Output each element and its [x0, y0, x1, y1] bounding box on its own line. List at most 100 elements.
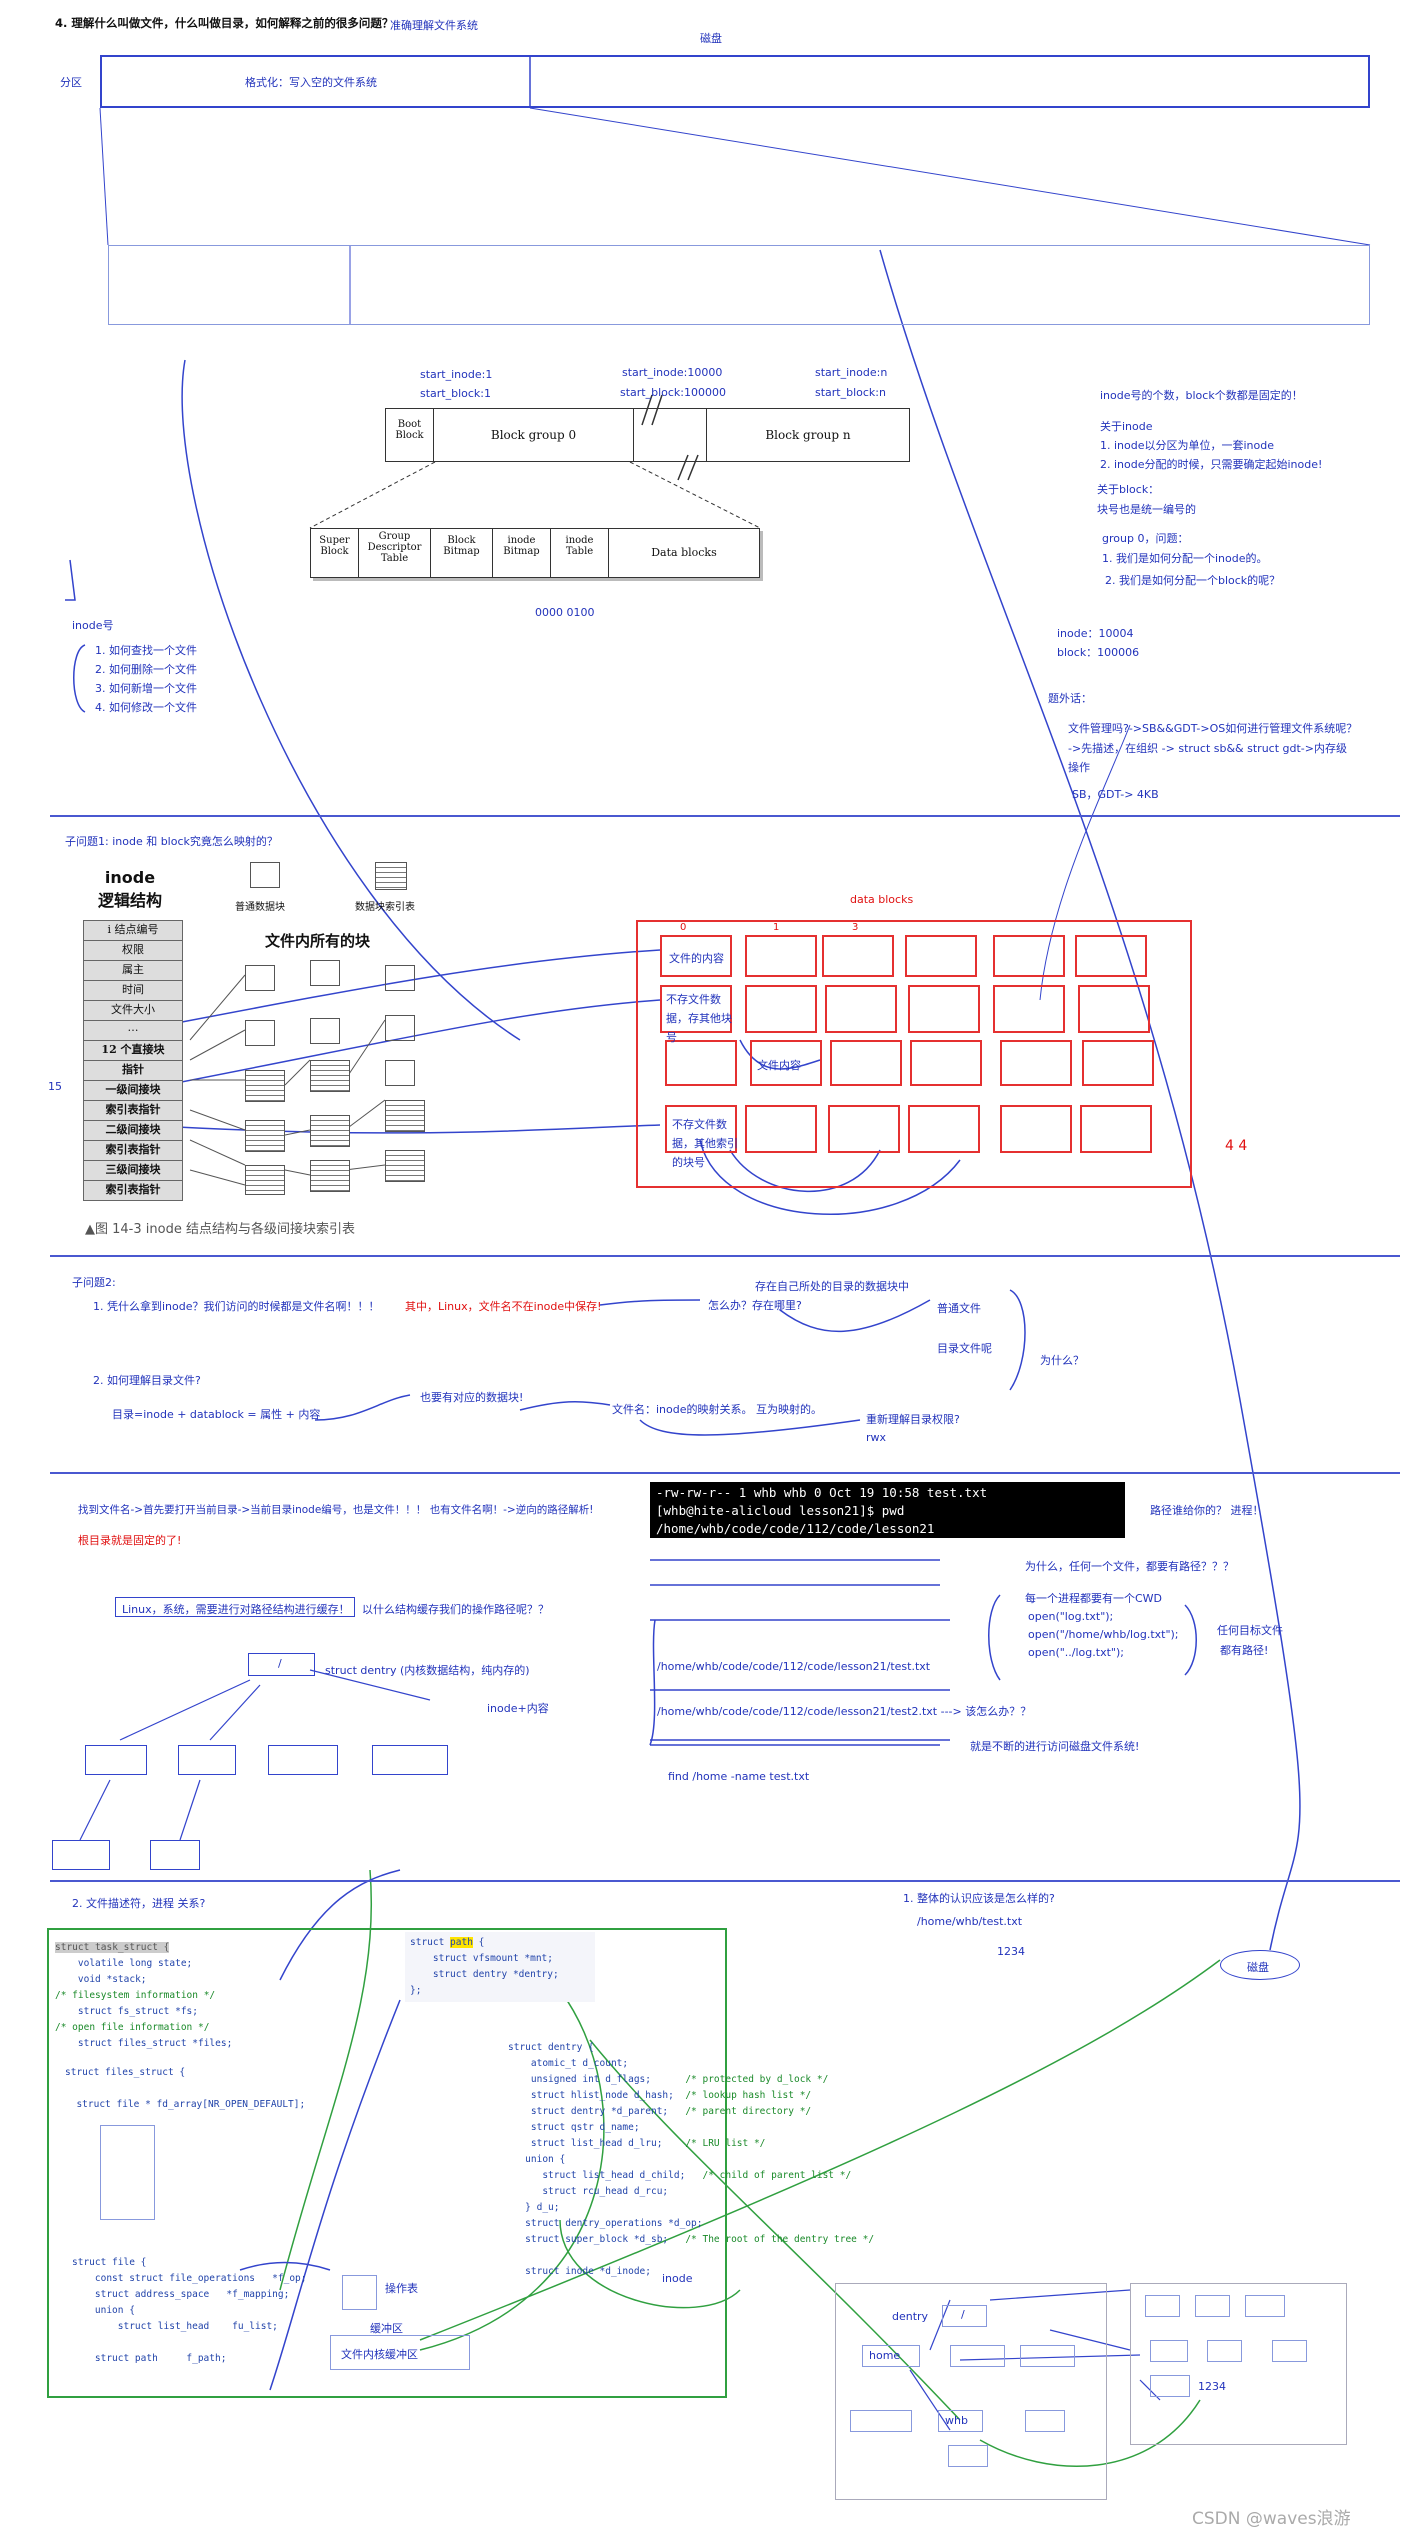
inode-node	[1150, 2375, 1190, 2397]
inode-field: …	[83, 1020, 183, 1040]
data-block	[1078, 985, 1150, 1033]
q2: 2. 如何理解目录文件?	[93, 1374, 201, 1387]
note-0: inode号的个数，block个数都是固定的！	[1100, 389, 1303, 402]
inode-field: 一级间接块	[83, 1080, 183, 1100]
data-block	[910, 1040, 982, 1086]
section2-title: 子问题1: inode 和 block究竟怎么映射的？	[65, 835, 278, 848]
cache-box-text: Linux，系统，需要进行对路径结构进行缓存！	[122, 1603, 350, 1616]
extra-3: SB，GDT-> 4KB	[1072, 788, 1159, 801]
data-block	[660, 935, 732, 977]
tree-root-box: /	[942, 2305, 987, 2327]
files-struct-code: struct files_struct { struct file * fd_a…	[65, 2067, 306, 2110]
fig-block	[310, 1018, 340, 1044]
inode-bitmap: inode Bitmap	[493, 529, 551, 577]
open-0: open("log.txt");	[1028, 1610, 1114, 1623]
divider-4	[50, 1880, 1400, 1882]
struct-dentry-code: struct dentry { atomic_t d_count; unsign…	[508, 2042, 875, 2277]
data-block	[660, 985, 732, 1033]
divider-2	[50, 1255, 1400, 1257]
inode-field: 时间	[83, 980, 183, 1000]
kernel-buffer-label: 文件内核缓冲区	[341, 2348, 418, 2361]
dir-file-label: 目录文件呢	[937, 1342, 992, 1355]
start-inode-n: start_inode:n	[815, 366, 888, 379]
extra-0: 文件管理吗?->SB&&GDT->OS如何进行管理文件系统呢？	[1068, 722, 1358, 735]
tree-node	[1025, 2410, 1065, 2432]
index-block-icon	[375, 862, 407, 890]
fig-block	[385, 1060, 415, 1086]
inode-field: 12 个直接块	[83, 1040, 183, 1060]
s5-path: /home/whb/test.txt	[917, 1915, 1023, 1928]
fig-block	[385, 965, 415, 991]
how-label: 怎么办？	[708, 1299, 752, 1312]
normal-block-label: 普通数据块	[235, 902, 285, 913]
note-4: 关于block：	[1097, 483, 1160, 496]
op-4: 4. 如何修改一个文件	[95, 701, 197, 714]
dentry-node	[150, 1840, 200, 1870]
data-block	[1000, 1105, 1072, 1153]
data-block	[745, 985, 817, 1033]
start-block-1: start_block:1	[420, 387, 492, 400]
section1-title: 4. 理解什么叫做文件，什么叫做目录，如何解释之前的很多问题？	[55, 16, 394, 30]
section4-line1: 找到文件名->首先要打开当前目录->当前目录inode编号，也是文件！！！ 也有…	[78, 1504, 594, 1516]
stored-label: 存在自己所处的目录的数据块中	[755, 1280, 909, 1293]
fig-index-block	[245, 1070, 285, 1102]
tree-whb-box: whb	[938, 2410, 983, 2432]
inode-node	[1195, 2295, 1230, 2317]
data-block	[1082, 1040, 1154, 1086]
dentry-node	[372, 1745, 448, 1775]
block-value: block：100006	[1057, 646, 1140, 659]
terminal: -rw-rw-r-- 1 whb whb 0 Oct 19 10:58 test…	[650, 1482, 1125, 1538]
disk-ellipse: 磁盘	[1220, 1950, 1300, 1980]
index-block-label: 数据块索引表	[355, 902, 415, 913]
dentry-root-label: /	[278, 1657, 282, 1670]
inode-num-label: inode号	[72, 619, 114, 632]
col-1: 1	[773, 922, 780, 933]
tree-root-label: /	[961, 2308, 965, 2321]
s5-dentry-label: dentry	[892, 2310, 929, 2323]
inode-field: 属主	[83, 960, 183, 980]
inode-logic-title: inode 逻辑结构	[97, 868, 162, 910]
data-block	[830, 1040, 902, 1086]
q1-red: 其中，Linux，文件名不在inode中保存!	[405, 1300, 602, 1313]
open-2: open("../log.txt");	[1028, 1646, 1124, 1659]
fig-index-block	[310, 1160, 350, 1192]
inode-field: 权限	[83, 940, 183, 960]
tree-node	[850, 2410, 912, 2432]
data-block	[822, 935, 894, 977]
data-block	[665, 1105, 737, 1153]
inode-table: inode Table	[551, 529, 609, 577]
data-block	[1080, 1105, 1152, 1153]
path-who: 路径谁给你的？ 进程！	[1150, 1504, 1264, 1517]
inode-region	[1130, 2283, 1347, 2445]
inode-node	[1245, 2295, 1285, 2317]
inode-content-label: inode+内容	[487, 1702, 549, 1715]
terminal-line: -rw-rw-r-- 1 whb whb 0 Oct 19 10:58 test…	[656, 1485, 988, 1500]
dir-equation: 目录=inode + datablock = 属性 + 内容	[112, 1408, 321, 1421]
bits-label: 0000 0100	[535, 606, 595, 619]
continuous-label: 就是不断的进行访问磁盘文件系统!	[970, 1740, 1140, 1753]
disk-bar	[100, 55, 1370, 108]
data-block	[1000, 1040, 1072, 1086]
have-path-label: 都有路径!	[1220, 1644, 1269, 1657]
not-content-1: 不存文件数据，存其他块号	[666, 993, 732, 1044]
filename-map: 文件名：inode的映射关系。 互为映射的。	[612, 1403, 823, 1416]
fig-index-block	[245, 1120, 285, 1152]
section4-line2: 根目录就是固定的了!	[78, 1534, 182, 1547]
disk-label: 磁盘	[700, 32, 722, 45]
fig-index-block	[245, 1165, 285, 1195]
dentry-node	[178, 1745, 236, 1775]
fd-array	[100, 2125, 155, 2220]
fig-block	[245, 965, 275, 991]
why-path: 为什么，任何一个文件，都要有路径？？？	[1025, 1560, 1234, 1573]
group-descriptor-table: Group Descriptor Table	[359, 529, 431, 577]
normal-block-icon	[250, 862, 280, 888]
reunderstand-label: 重新理解目录权限?	[866, 1413, 960, 1426]
data-blocks-title: data blocks	[850, 893, 914, 906]
op-1: 1. 如何查找一个文件	[95, 644, 197, 657]
start-inode-10000: start_inode:10000	[622, 366, 723, 379]
block-groups: Boot Block Block group 0 Block group n	[385, 408, 910, 462]
note-6: group 0，问题：	[1102, 532, 1189, 545]
dentry-node	[85, 1745, 147, 1775]
data-block	[665, 1040, 737, 1086]
divider-1	[50, 815, 1400, 817]
